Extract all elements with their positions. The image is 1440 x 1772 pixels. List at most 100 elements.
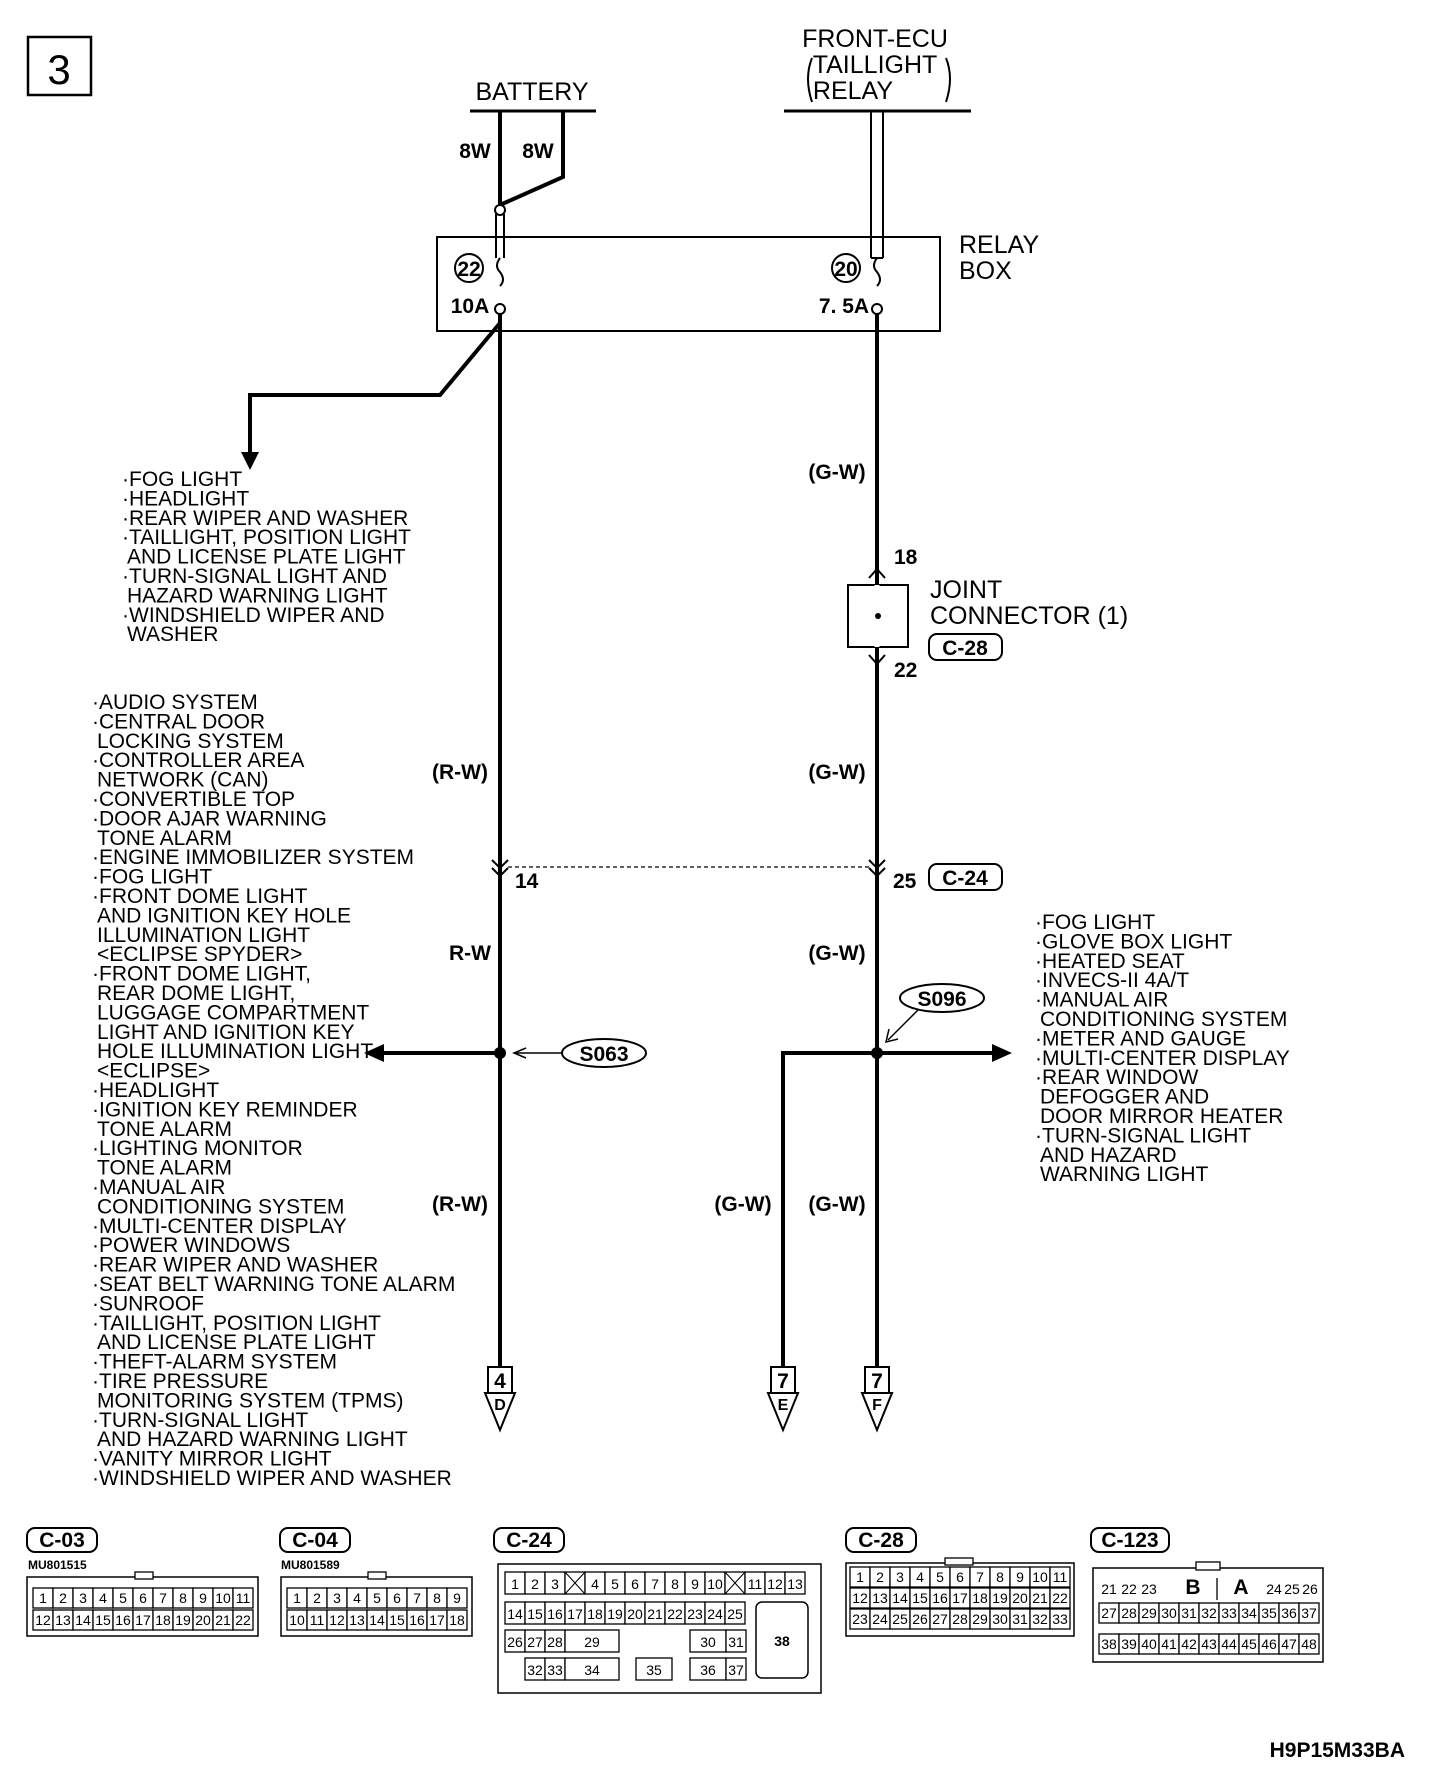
c24-pin: 23 (687, 1606, 703, 1622)
relay-box-label-1: RELAY (959, 231, 1039, 259)
c123-pin: 39 (1121, 1636, 1137, 1652)
list-line: ·TURN-SIGNAL LIGHT AND (122, 565, 387, 588)
c123-pin: 23 (1141, 1581, 1157, 1597)
c24-rw-mark-2 (491, 867, 509, 878)
list-line: ·WINDSHIELD WIPER AND (122, 604, 385, 627)
c24-pin: 3 (551, 1576, 559, 1592)
c123-pin: 30 (1161, 1605, 1177, 1621)
c04-pin: 4 (353, 1590, 361, 1606)
c28-pin: 22 (1052, 1590, 1068, 1606)
c24-pin: 26 (507, 1634, 523, 1650)
c24-pin: 9 (691, 1576, 699, 1592)
c123-pin: 43 (1201, 1636, 1217, 1652)
list-line: ·GLOVE BOX LIGHT (1035, 930, 1232, 953)
c24-pin: 32 (527, 1662, 543, 1678)
c28-pin: 26 (912, 1611, 928, 1627)
list-line: ·MULTI-CENTER DISPLAY (1035, 1047, 1290, 1070)
c24-pin: 31 (728, 1634, 744, 1650)
list-line: <ECLIPSE SPYDER> (97, 943, 302, 966)
list-line: ·WINDSHIELD WIPER AND WASHER (92, 1467, 452, 1490)
list-line: ·REAR WINDOW (1035, 1066, 1198, 1089)
list-line: LIGHT AND IGNITION KEY (97, 1021, 355, 1044)
list-line: TONE ALARM (97, 827, 232, 850)
list-line: AND IGNITION KEY HOLE (97, 904, 351, 927)
list-line: ·CONVERTIBLE TOP (92, 788, 295, 811)
list-line: DEFOGGER AND (1040, 1086, 1209, 1109)
fuse-22-element (496, 257, 504, 287)
c28-pin: 10 (1032, 1569, 1048, 1585)
c03-pin: 7 (159, 1590, 167, 1606)
page-number: 3 (47, 46, 70, 93)
wire-color-rw-lower: R-W (449, 942, 491, 965)
c24-pin: 7 (651, 1576, 659, 1592)
c24-pin: 13 (787, 1576, 803, 1592)
c24-pin: 24 (707, 1606, 723, 1622)
c123-pin: A (1233, 1576, 1248, 1599)
battery-terminal (494, 204, 506, 216)
list-line: ·CENTRAL DOOR (92, 710, 265, 733)
c123-face-code: C-123 (1101, 1529, 1158, 1552)
list-line: ·TIRE PRESSURE (92, 1370, 268, 1393)
c24-pin: 25 (727, 1606, 743, 1622)
c24-pin: 27 (527, 1634, 543, 1650)
c03-pin: 2 (59, 1590, 67, 1606)
joint-pin-bottom: 22 (894, 659, 917, 682)
c04-pin: 9 (453, 1590, 461, 1606)
list-line: MONITORING SYSTEM (TPMS) (97, 1389, 403, 1412)
c04-pin: 8 (433, 1590, 441, 1606)
ecu-paren-left (807, 57, 813, 103)
fuse-22-terminal (494, 303, 506, 315)
c28-pin: 24 (872, 1611, 888, 1627)
c03-pin: 17 (135, 1612, 151, 1628)
output-d-page: 4 (494, 1370, 506, 1393)
joint-pin-bottom-mark (868, 654, 886, 666)
output-d: 4 D (483, 1366, 517, 1433)
c24-face-code-box (493, 1527, 565, 1553)
c04-code-box (279, 1527, 351, 1553)
c123-pin-cell (1298, 1602, 1320, 1624)
c24-gw-mark-1 (868, 859, 886, 870)
output-e-letter: E (778, 1397, 789, 1414)
c28-pin: 8 (996, 1569, 1004, 1585)
c24-housing (497, 1563, 822, 1694)
c123-pin: 44 (1221, 1636, 1237, 1652)
c28-pin: 21 (1032, 1590, 1048, 1606)
c123-face-code-box (1090, 1527, 1170, 1553)
c04-pin: 18 (449, 1612, 465, 1628)
output-f: 7 F (860, 1366, 894, 1433)
c04-pin: 11 (310, 1612, 325, 1628)
c28-pin: 2 (876, 1569, 884, 1585)
output-f-page: 7 (871, 1370, 883, 1393)
wire-color-rw-bottom: (R-W) (432, 1193, 488, 1216)
joint-connector-label-2: CONNECTOR (1) (930, 602, 1128, 630)
list-line: ·THEFT-ALARM SYSTEM (92, 1351, 337, 1374)
s063-branch-arrow (364, 1044, 384, 1062)
c24-pin: 5 (611, 1576, 619, 1592)
c03-code-box (26, 1527, 98, 1553)
c24-pin: 15 (527, 1606, 543, 1622)
ecu-paren-right (945, 57, 951, 103)
list-line: ·ENGINE IMMOBILIZER SYSTEM (92, 846, 414, 869)
c24-pin: 19 (607, 1606, 623, 1622)
output-e-page: 7 (777, 1370, 789, 1393)
s063-badge (561, 1038, 647, 1068)
c24-pin: 35 (646, 1662, 662, 1678)
s063-node (494, 1047, 506, 1059)
c24-big-pin: 38 (774, 1633, 790, 1649)
s096-pointer-head (884, 1028, 899, 1044)
c28-pin: 9 (1016, 1569, 1024, 1585)
fuse-22-rating: 10A (451, 295, 490, 318)
c24-pin-cell (564, 1629, 620, 1653)
list-line: AND LICENSE PLATE LIGHT (127, 546, 406, 569)
c28-pin: 23 (852, 1611, 868, 1627)
list-line: ·TURN-SIGNAL LIGHT (92, 1409, 308, 1432)
c24-pin: 29 (584, 1634, 600, 1650)
c03-pin: 19 (175, 1612, 191, 1628)
c123-pin: 27 (1101, 1605, 1117, 1621)
c03-pin: 18 (155, 1612, 171, 1628)
c123-latch (1195, 1561, 1221, 1571)
c24-pin-cell (724, 1601, 746, 1625)
